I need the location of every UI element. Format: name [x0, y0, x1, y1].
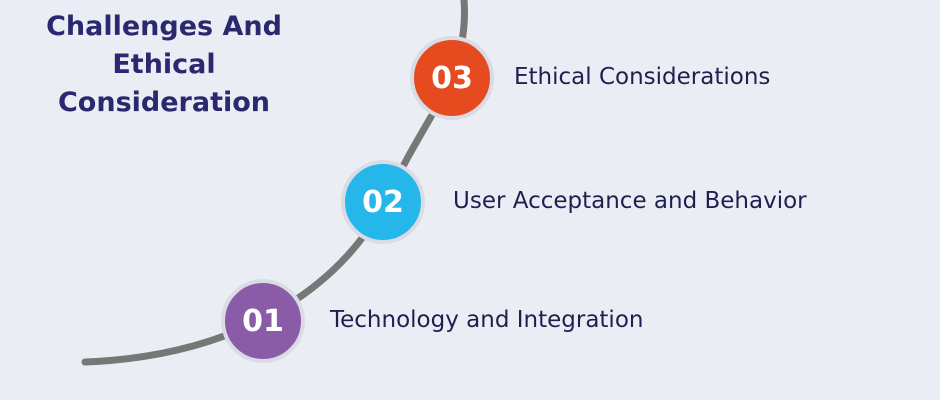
step-1-number: 01: [242, 303, 284, 339]
step-1-label: Technology and Integration: [330, 307, 644, 333]
step-2-label: User Acceptance and Behavior: [453, 188, 807, 214]
step-2-circle: 02: [341, 160, 425, 244]
step-3-number: 03: [431, 60, 473, 96]
title-line-3: Consideration: [57, 87, 271, 118]
step-2-number: 02: [362, 184, 404, 220]
step-3-label: Ethical Considerations: [514, 64, 771, 90]
title-line-2: Ethical: [112, 49, 216, 80]
diagram-title: Challenges And Ethical Consideration: [28, 8, 300, 122]
title-line-1: Challenges And: [46, 11, 282, 42]
step-1-circle: 01: [221, 279, 305, 363]
step-3-circle: 03: [410, 36, 494, 120]
